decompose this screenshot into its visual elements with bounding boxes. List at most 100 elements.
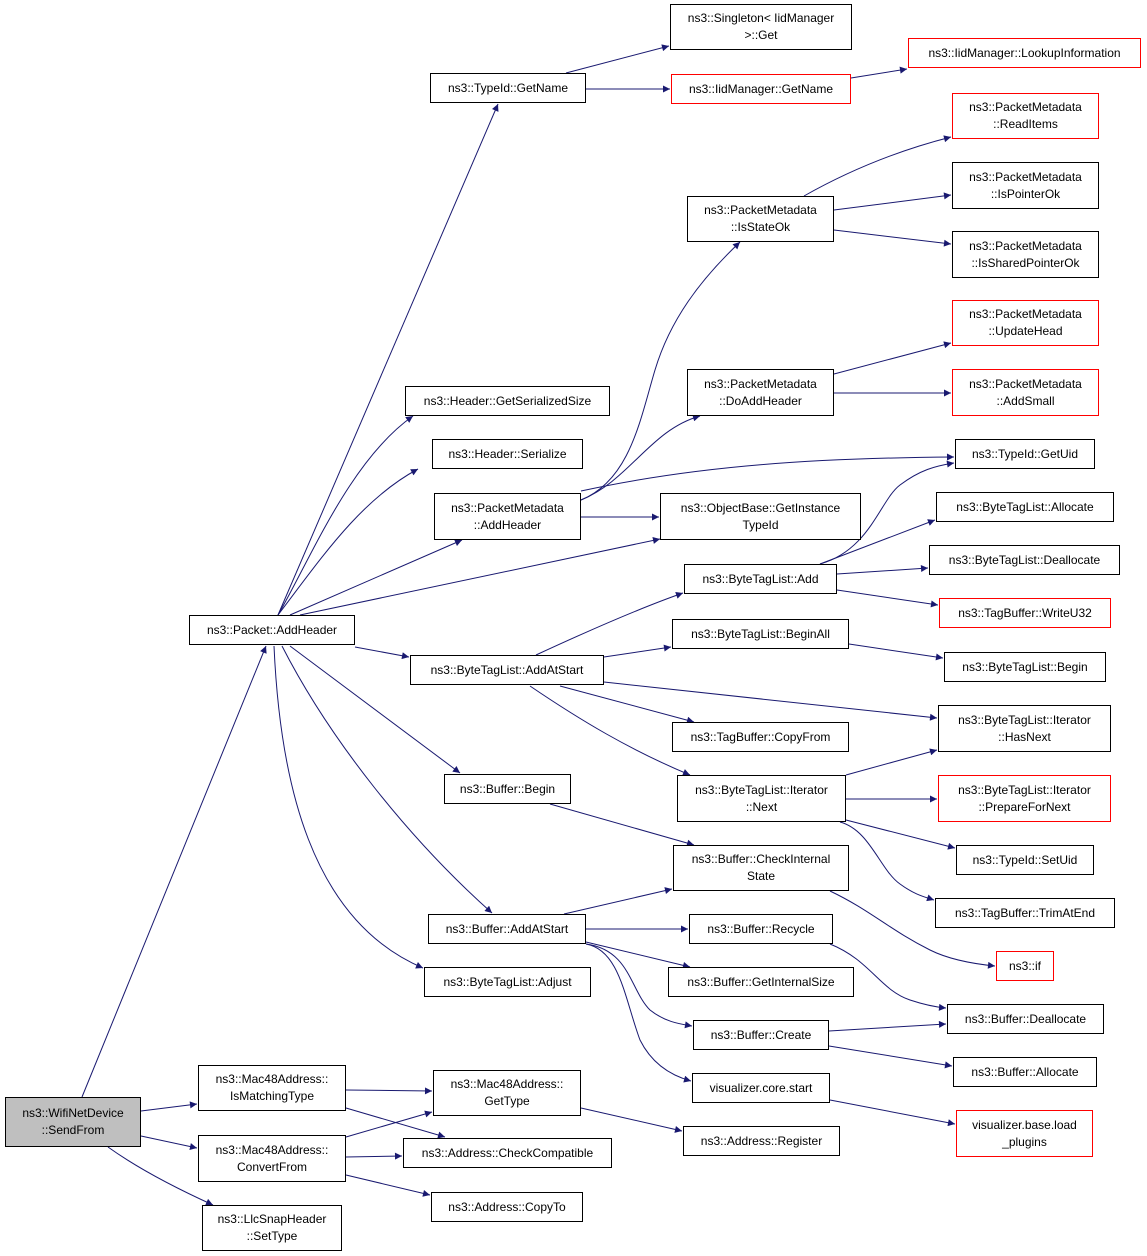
edge-add-to-allocate	[819, 519, 936, 565]
node-bytetaglist-iterator-prepare-for-next[interactable]: ns3::ByteTagList::Iterator::PrepareForNe…	[938, 775, 1111, 822]
node-bytetaglist-add[interactable]: ns3::ByteTagList::Add	[684, 564, 837, 594]
node-label-line: ns3::PacketMetadata	[704, 376, 817, 391]
node-packet-metadata-read-items[interactable]: ns3::PacketMetadata::ReadItems	[952, 93, 1099, 139]
edge-btl-add-at-start-to-begin-all	[603, 644, 672, 658]
node-bytetaglist-allocate[interactable]: ns3::ByteTagList::Allocate	[936, 492, 1114, 522]
edge-add-to-write-u32	[836, 589, 939, 608]
node-mac-convert-from[interactable]: ns3::Mac48Address::ConvertFrom	[198, 1135, 346, 1182]
node-singleton-get[interactable]: ns3::Singleton< IidManager>::Get	[670, 4, 852, 50]
node-label-line: ns3::ByteTagList::Begin	[962, 659, 1088, 674]
node-label-line: ::SendFrom	[41, 1123, 105, 1137]
node-typeid-get-name[interactable]: ns3::TypeId::GetName	[430, 73, 586, 103]
node-packet-metadata-is-shared-pointer-ok[interactable]: ns3::PacketMetadata::IsSharedPointerOk	[952, 231, 1099, 278]
node-wifi-send-from: ns3::WifiNetDevice::SendFrom	[5, 1097, 141, 1147]
node-label-line: ns3::PacketMetadata	[969, 238, 1082, 253]
node-label-line: ns3::TagBuffer::TrimAtEnd	[954, 905, 1096, 920]
node-label-line: IsMatchingType	[229, 1089, 315, 1103]
edge-convert-to-get-type	[345, 1110, 433, 1138]
edge-pm-add-header-to-typeid-get-uid	[580, 453, 955, 492]
node-label-line: ns3::Mac48Address::	[215, 1142, 329, 1157]
node-label-line: ns3::IidManager::LookupInformation	[928, 45, 1121, 60]
node-label-line: ns3::TypeId::GetUid	[971, 446, 1079, 461]
node-typeid-get-uid[interactable]: ns3::TypeId::GetUid	[955, 439, 1095, 469]
node-buffer-begin[interactable]: ns3::Buffer::Begin	[444, 774, 571, 804]
node-llc-set-type[interactable]: ns3::LlcSnapHeader::SetType	[202, 1205, 342, 1251]
edge-pm-add-header-to-is-state-ok	[580, 241, 741, 501]
node-label-line: ::IsSharedPointerOk	[971, 255, 1080, 270]
node-label-line: ConvertFrom	[236, 1159, 307, 1174]
node-header-serialize[interactable]: ns3::Header::Serialize	[432, 439, 583, 469]
node-bytetaglist-begin-all[interactable]: ns3::ByteTagList::BeginAll	[672, 619, 849, 649]
node-bytetaglist-begin[interactable]: ns3::ByteTagList::Begin	[944, 652, 1106, 682]
node-packet-metadata-is-state-ok[interactable]: ns3::PacketMetadata::IsStateOk	[687, 196, 834, 242]
node-label-line: visualizer.base.load	[972, 1117, 1077, 1132]
edge-get-type-to-register	[580, 1107, 683, 1133]
node-header-get-serialized-size[interactable]: ns3::Header::GetSerializedSize	[405, 386, 610, 416]
node-tagbuffer-write-u32[interactable]: ns3::TagBuffer::WriteU32	[939, 598, 1111, 628]
node-label-line: ns3::TypeId::SetUid	[972, 852, 1078, 867]
edge-is-matching-to-get-type	[345, 1087, 433, 1095]
edge-packet-to-btl-add-at-start	[354, 646, 410, 660]
node-label-line: ::Next	[745, 799, 778, 814]
edge-check-internal-to-if	[829, 890, 996, 969]
edge-next-to-trim-at-end	[839, 821, 935, 902]
edge-next-to-has-next	[845, 748, 938, 776]
edge-packet-to-header-serialize	[277, 468, 419, 616]
node-bytetaglist-deallocate[interactable]: ns3::ByteTagList::Deallocate	[929, 545, 1120, 575]
node-buffer-create[interactable]: ns3::Buffer::Create	[693, 1020, 829, 1050]
node-label-line: ns3::PacketMetadata	[969, 307, 1082, 321]
node-ns3-if[interactable]: ns3::if	[996, 951, 1054, 981]
node-label-line: State	[746, 869, 776, 883]
node-label-line: ns3::Buffer::Deallocate	[964, 1011, 1087, 1026]
edge-add-to-deallocate	[836, 564, 929, 575]
node-label-line: ns3::IidManager::GetName	[688, 81, 834, 96]
node-typeid-set-uid[interactable]: ns3::TypeId::SetUid	[956, 845, 1094, 875]
node-buffer-recycle[interactable]: ns3::Buffer::Recycle	[689, 914, 833, 944]
node-packet-add-header[interactable]: ns3::Packet::AddHeader	[189, 615, 355, 645]
node-iid-manager-lookup-information[interactable]: ns3::IidManager::LookupInformation	[908, 38, 1141, 68]
node-label-line: ns3::WifiNetDevice	[22, 1106, 124, 1120]
node-bytetaglist-iterator-has-next[interactable]: ns3::ByteTagList::Iterator::HasNext	[938, 705, 1111, 752]
node-visualizer-core-start[interactable]: visualizer.core.start	[692, 1073, 830, 1103]
node-address-register[interactable]: ns3::Address::Register	[683, 1126, 840, 1156]
node-bytetaglist-add-at-start[interactable]: ns3::ByteTagList::AddAtStart	[410, 655, 604, 685]
edge-create-to-deallocate	[828, 1020, 947, 1032]
node-buffer-allocate[interactable]: ns3::Buffer::Allocate	[953, 1057, 1097, 1087]
node-tagbuffer-trim-at-end[interactable]: ns3::TagBuffer::TrimAtEnd	[935, 898, 1115, 928]
node-bytetaglist-adjust[interactable]: ns3::ByteTagList::Adjust	[424, 967, 591, 997]
node-label-line: ns3::Header::Serialize	[448, 446, 567, 461]
node-mac-is-matching-type[interactable]: ns3::Mac48Address::IsMatchingType	[198, 1065, 346, 1111]
node-packet-metadata-update-head[interactable]: ns3::PacketMetadata::UpdateHead	[952, 300, 1099, 346]
node-visualizer-base-load-plugins[interactable]: visualizer.base.load_plugins	[956, 1110, 1093, 1157]
node-buffer-add-at-start[interactable]: ns3::Buffer::AddAtStart	[428, 914, 586, 944]
node-packet-metadata-add-header[interactable]: ns3::PacketMetadata::AddHeader	[434, 493, 581, 540]
edge-btl-add-at-start-to-has-next	[603, 681, 938, 721]
node-label-line: ns3::Header::GetSerializedSize	[423, 393, 592, 408]
edge-packet-to-header-get-serialized-size	[277, 415, 414, 616]
edge-pm-add-header-to-do-add-header	[580, 414, 701, 501]
node-tagbuffer-copy-from[interactable]: ns3::TagBuffer::CopyFrom	[672, 722, 849, 752]
node-packet-metadata-add-small[interactable]: ns3::PacketMetadata::AddSmall	[952, 369, 1099, 416]
edge-convert-to-copy-to	[345, 1174, 431, 1197]
node-packet-metadata-do-add-header[interactable]: ns3::PacketMetadata::DoAddHeader	[687, 369, 834, 416]
node-label-line: ns3::ByteTagList::BeginAll	[691, 626, 830, 641]
node-mac-get-type[interactable]: ns3::Mac48Address::GetType	[433, 1070, 581, 1116]
node-buffer-get-internal-size[interactable]: ns3::Buffer::GetInternalSize	[668, 967, 854, 997]
edge-packet-to-objectbase	[299, 537, 661, 616]
node-buffer-deallocate[interactable]: ns3::Buffer::Deallocate	[947, 1004, 1104, 1034]
node-label-line: ::AddSmall	[996, 393, 1055, 408]
node-label-line: ns3::Buffer::Begin	[459, 781, 556, 796]
node-packet-metadata-is-pointer-ok[interactable]: ns3::PacketMetadata::IsPointerOk	[952, 162, 1099, 209]
edge-begin-all-to-begin	[848, 643, 944, 661]
node-label-line: ns3::ObjectBase::GetInstance	[680, 500, 841, 515]
node-label-line: ns3::Buffer::Recycle	[707, 921, 815, 936]
node-address-copy-to[interactable]: ns3::Address::CopyTo	[431, 1192, 583, 1222]
edge-get-name-to-singleton	[565, 44, 670, 74]
node-label-line: ::SetType	[246, 1229, 298, 1243]
node-address-check-compatible[interactable]: ns3::Address::CheckCompatible	[403, 1138, 612, 1168]
node-bytetaglist-iterator-next[interactable]: ns3::ByteTagList::Iterator::Next	[677, 775, 846, 822]
node-iid-manager-get-name[interactable]: ns3::IidManager::GetName	[671, 74, 851, 104]
